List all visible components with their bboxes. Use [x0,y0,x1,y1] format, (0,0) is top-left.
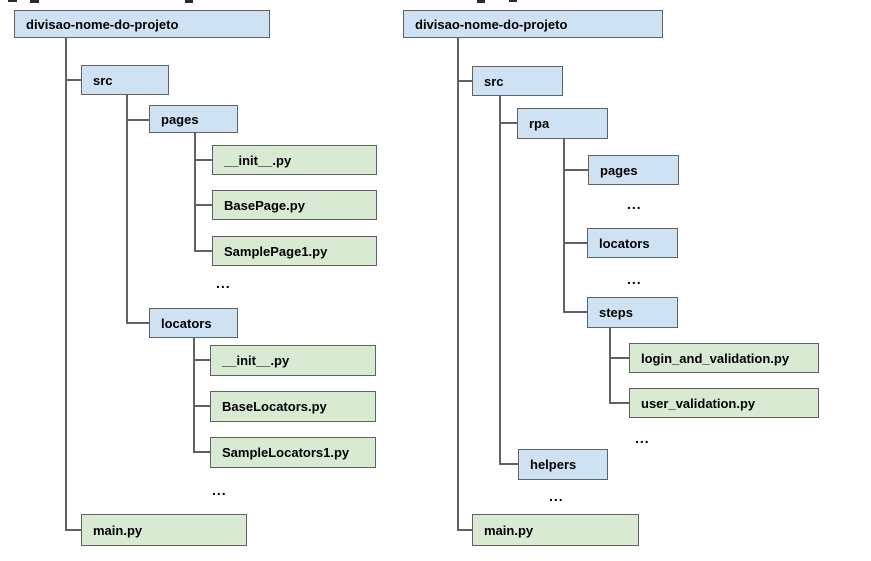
cropped-text-remnant [185,0,193,3]
left-tree-basepage-file: BasePage.py [212,190,377,220]
left-tree-locators-init-file: __init__.py [210,345,376,376]
connector-right-rpa-to-steps [563,311,587,313]
left-tree-pages-ellipsis: ... [216,275,231,291]
cropped-text-remnant [477,0,485,3]
connector-right-root-to-main [457,529,472,531]
connector-left-pages-vertical [194,133,196,251]
connector-left-root-to-main [65,529,81,531]
right-tree-helpers-ellipsis: ... [549,488,564,504]
cropped-text-remnant [30,0,39,3]
connector-left-pages-to-init [194,159,212,161]
left-tree-pages-folder: pages [149,105,238,133]
right-tree-pages-ellipsis: ... [627,196,642,212]
connector-right-steps-to-user [609,402,629,404]
connector-left-locators-to-baselocators [193,405,210,407]
connector-right-steps-to-login [609,357,629,359]
connector-left-pages-to-basepage [194,204,212,206]
left-tree-samplelocators-file: SampleLocators1.py [210,437,376,468]
connector-right-src-vertical [499,96,501,464]
left-tree-root-folder: divisao-nome-do-projeto [14,10,270,38]
connector-left-pages-to-samplepage [194,250,212,252]
right-tree-login-validation-file: login_and_validation.py [629,343,819,373]
right-tree-helpers-folder: helpers [518,449,608,480]
connector-left-root-to-src [65,79,81,81]
right-tree-locators-folder: locators [587,228,678,258]
connector-left-locators-to-samplelocators [193,451,210,453]
connector-right-rpa-vertical [563,139,565,312]
connector-right-root-vertical [457,38,459,530]
right-tree-root-folder: divisao-nome-do-projeto [403,10,663,38]
connector-left-src-to-pages [126,119,149,121]
connector-left-src-vertical [126,95,128,323]
connector-right-src-to-helpers [499,463,518,465]
right-tree-rpa-folder: rpa [517,108,608,139]
right-tree-steps-folder: steps [587,297,678,328]
right-tree-steps-ellipsis: ... [635,430,650,446]
right-tree-user-validation-file: user_validation.py [629,388,819,418]
connector-right-src-to-rpa [499,122,517,124]
right-tree-pages-folder: pages [588,155,679,185]
left-tree-samplepage-file: SamplePage1.py [212,236,377,266]
right-tree-locators-ellipsis: ... [627,271,642,287]
left-tree-locators-folder: locators [149,308,238,338]
left-tree-pages-init-file: __init__.py [212,145,377,175]
connector-right-steps-vertical [609,328,611,403]
connector-right-rpa-to-locators [563,242,587,244]
connector-left-root-vertical [65,38,67,530]
left-tree-main-file: main.py [81,514,247,546]
left-tree-locators-ellipsis: ... [212,482,227,498]
connector-left-locators-vertical [193,338,195,452]
cropped-text-remnant [509,0,517,2]
left-tree-baselocators-file: BaseLocators.py [210,391,376,422]
connector-right-root-to-src [457,80,472,82]
right-tree-main-file: main.py [472,514,639,546]
connector-left-locators-to-init [193,359,210,361]
right-tree-src-folder: src [472,66,563,96]
connector-right-rpa-to-pages [563,169,588,171]
cropped-text-remnant [8,0,17,2]
left-tree-src-folder: src [81,65,169,95]
connector-left-src-to-locators [126,322,149,324]
